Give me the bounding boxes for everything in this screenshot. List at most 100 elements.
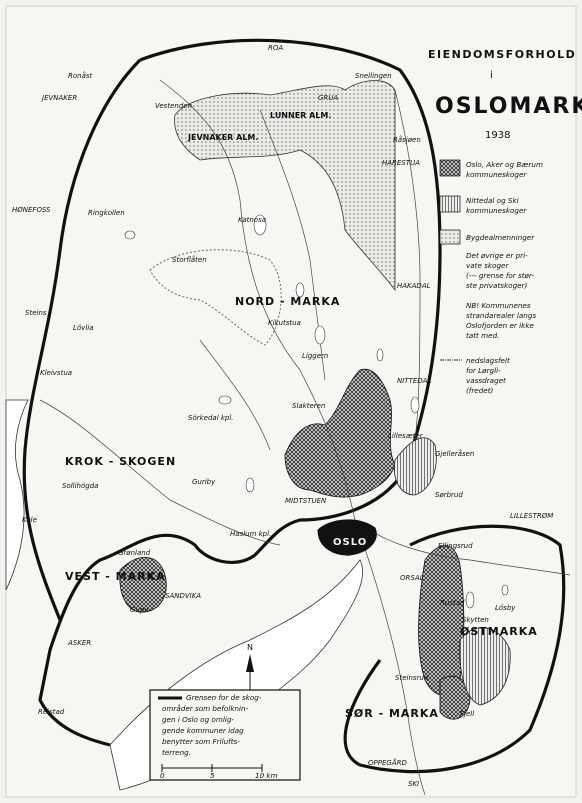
region-lunner-alm: LUNNER ALM.: [270, 111, 331, 120]
place-label: Snellingen: [355, 72, 392, 80]
place-label: Guriby: [192, 478, 216, 486]
legend-item-5-line1: NB! Kommunenes: [466, 301, 531, 310]
north-label: N: [247, 643, 253, 652]
legend-item-1-line1: Oslo, Aker og Bærum: [466, 160, 543, 169]
legend-item-4-line1: Det øvrige er pri-: [466, 251, 528, 260]
scale-tick-5: 5: [210, 771, 215, 780]
place-label: Slakteren: [292, 402, 325, 410]
note-line6: terreng.: [162, 748, 191, 757]
place-label: Kole: [22, 516, 37, 524]
place-label: Ronåst: [68, 71, 93, 80]
place-label: Sollihögda: [62, 482, 98, 490]
place-label: ASKER: [67, 639, 91, 647]
note-line4: gende kommuner idag: [162, 726, 244, 735]
legend-item-6-line1: nedslagsfelt: [466, 356, 511, 365]
place-label: HAKADAL: [397, 282, 431, 290]
place-label: ORSAL: [400, 574, 424, 582]
tyrifjorden: [5, 399, 29, 591]
scale-tick-10: 10 km: [255, 771, 278, 780]
note-line2: områder som befolknin-: [162, 704, 249, 713]
oslo-kommuneskog-nord: [284, 368, 396, 498]
region-vestmarka: VEST - MARKA: [65, 570, 166, 583]
roads: [39, 79, 571, 796]
legend-swatch-crosshatch: [439, 159, 461, 177]
place-label: Gjelleråsen: [435, 449, 474, 458]
friluft-boundary-east: [343, 524, 566, 774]
place-label: NITTEDAL: [397, 377, 431, 385]
boundary-note: Grensen for de skog- områder som befolkn…: [149, 689, 301, 781]
legend-swatch-dots: [439, 229, 461, 245]
oslo-kommuneskog-sor: [439, 675, 471, 720]
region-nordmarka: NORD - MARKA: [235, 295, 340, 308]
place-label: ROA: [268, 44, 283, 52]
place-label: SKI: [408, 780, 419, 788]
place-label: Steins: [25, 309, 47, 317]
oslo-label: OSLO: [333, 537, 367, 548]
legend-item-2-line2: kommuneskoger: [466, 206, 527, 215]
legend-item-6-line4: (fredet): [466, 386, 494, 395]
region-krokskogen: KROK - SKOGEN: [65, 455, 176, 468]
region-jevnaker-alm: JEVNAKER ALM.: [187, 133, 258, 142]
legend-item-4-line4: ste privatskoger): [466, 281, 528, 290]
oslo-city: [317, 519, 377, 556]
place-label: Vestenden: [155, 102, 192, 110]
place-label: Lillesæter: [388, 432, 424, 440]
lakes: [124, 214, 509, 609]
note-line5: benytter som Frilufts-: [162, 737, 240, 746]
storflaaten-area: [149, 249, 282, 346]
place-label: Fjell: [460, 710, 474, 718]
place-label: MIDTSTUEN: [285, 497, 327, 505]
place-label: JEVNAKER: [40, 94, 77, 102]
place-label: Kikutstua: [268, 319, 301, 327]
place-label: Grønland: [118, 549, 151, 557]
place-label: Sørbrud: [435, 491, 463, 499]
legend-item-5-line2: strandarealer langs: [466, 311, 536, 320]
place-label: Gupu: [130, 606, 149, 614]
north-arrow: N: [246, 643, 254, 692]
place-label: Lövlia: [73, 324, 94, 332]
place-label: Råsjøen: [393, 135, 421, 144]
legend-item-2-line1: Nittedal og Ski: [466, 196, 519, 205]
place-label: Sörkedal kpl.: [188, 414, 234, 422]
baerum-kommuneskog: [119, 556, 167, 613]
legend-item-3-line1: Bygdealmenninger: [466, 233, 535, 242]
ski-kommuneskog: [459, 627, 511, 706]
region-sormarka: SØR - MARKA: [345, 707, 439, 720]
legend-swatch-vertical: [439, 195, 461, 213]
friluft-boundary-west: [22, 58, 142, 621]
place-label: Rustad: [440, 599, 465, 607]
place-label: SANDVIKA: [165, 592, 201, 600]
oslo-kommuneskog-ost: [418, 545, 465, 696]
place-label: Kleivstua: [40, 369, 72, 377]
place-label: HARESTUA: [382, 159, 420, 167]
title-line2: i: [490, 70, 493, 81]
almenninger-area: [174, 80, 396, 292]
place-label: Katnosa: [238, 216, 266, 224]
region-ostmarka: ØSTMARKA: [460, 625, 538, 638]
note-line3: gen i Oslo og omlig-: [162, 715, 234, 724]
place-label: Storflåten: [172, 255, 207, 264]
nittedal-kommuneskog: [393, 437, 437, 496]
place-label: OPPEGÅRD: [368, 758, 407, 767]
legend-item-5-line4: tatt med.: [466, 331, 499, 340]
place-label: LILLESTRØM: [510, 512, 553, 520]
friluft-boundary: [38, 38, 442, 747]
place-label: Steinsrud: [395, 674, 429, 682]
legend-item-1-line2: kommuneskoger: [466, 170, 527, 179]
place-label: Ellingsrud: [438, 542, 473, 550]
legend-item-5-line3: Oslofjorden er ikke: [466, 321, 534, 330]
legend: Oslo, Aker og Bærum kommuneskoger Nitted…: [439, 159, 543, 395]
legend-item-6-line3: vassdraget: [466, 376, 507, 385]
scale-tick-0: 0: [160, 771, 165, 780]
place-label: HØNEFOSS: [12, 206, 51, 214]
place-label: GRUA: [318, 94, 338, 102]
legend-item-4-line3: (--- grense for stør-: [466, 271, 535, 280]
place-label: Haslum kpl.: [230, 530, 271, 538]
place-label: Reistad: [38, 708, 65, 716]
note-line1: Grensen for de skog-: [186, 693, 262, 702]
place-label: Skytten: [462, 616, 489, 624]
title-line1: EIENDOMSFORHOLD: [428, 48, 576, 61]
